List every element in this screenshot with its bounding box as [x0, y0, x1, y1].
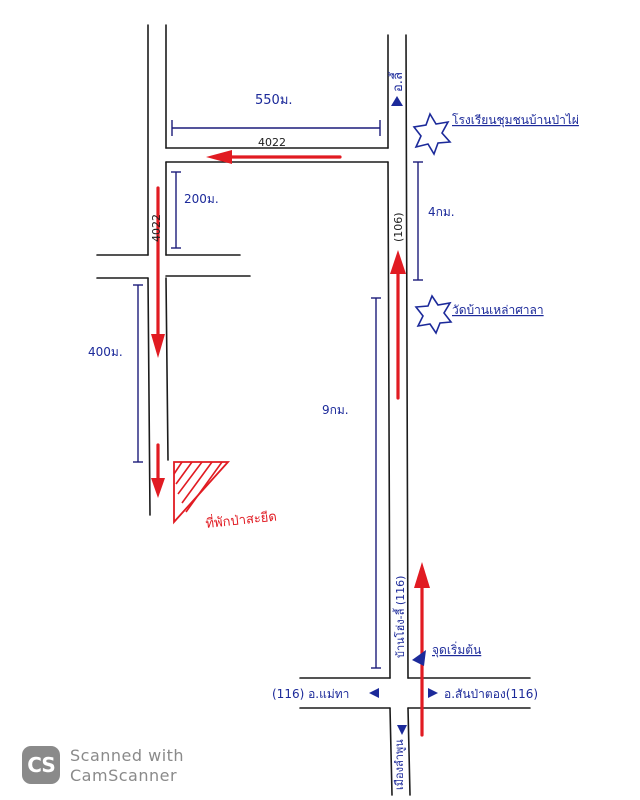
road-106-label: (106) — [392, 212, 405, 242]
road-network — [96, 24, 531, 796]
main-road-east-edge — [405, 34, 409, 679]
destination-label: ที่พักป่าสะยีด — [205, 508, 278, 532]
road-116-name-label: บ้านโฮ่ง-ลี้ (116) — [392, 576, 407, 658]
main-road-west-edge — [387, 161, 391, 679]
dist-9km-label: 9กม. — [322, 403, 349, 417]
east-arrow-icon — [428, 688, 438, 698]
west-arrow-icon — [369, 688, 379, 698]
school-label: โรงเรียนชุมชนบ้านป่าไผ่ — [452, 113, 579, 128]
top-direction-label: อ.ลี้ — [388, 71, 406, 92]
watermark-line-2: CamScanner — [70, 766, 178, 785]
hatch-1 — [173, 461, 183, 475]
dist-550-label: 550ม. — [255, 93, 293, 108]
dist-200-label: 200ม. — [184, 192, 219, 206]
south-arrow-icon — [397, 725, 407, 735]
temple-label: วัดบ้านเหล่าศาลา — [452, 303, 544, 317]
dist-4km-label: 4กม. — [428, 205, 455, 219]
start-marker-label: จุดเริ่มต้น — [432, 641, 481, 658]
route-arrowhead-west — [206, 150, 232, 164]
start-marker-icon — [412, 650, 426, 666]
dist-400-label: 400ม. — [88, 345, 123, 359]
top-direction-arrow-icon — [391, 96, 403, 106]
junction-left-label: (116) อ.แม่ทา — [272, 687, 349, 701]
camscanner-watermark: CS Scanned with CamScanner — [22, 746, 282, 786]
hatch-4 — [181, 461, 213, 504]
hatch-2 — [175, 461, 193, 485]
left-road-west-edge-lower — [147, 277, 151, 516]
dimension-lines — [133, 120, 423, 669]
hatch-3 — [177, 461, 203, 495]
destination-marker — [173, 461, 231, 525]
junction-right-label: อ.สันป่าตอง(116) — [444, 687, 538, 701]
left-road-east-edge-lower — [165, 277, 169, 461]
school-landmark-icon — [412, 112, 452, 156]
hatch-5 — [185, 461, 223, 513]
route-arrowhead-up-1 — [414, 562, 430, 588]
bottom-road-east-edge — [407, 707, 411, 796]
route-arrowhead-south-1 — [151, 334, 165, 358]
bottom-road-west-edge — [389, 707, 393, 796]
road-4022-left-label: 4022 — [150, 214, 163, 242]
camscanner-logo-icon: CS — [22, 746, 60, 784]
watermark-line-1: Scanned with — [70, 746, 185, 765]
road-4022-top-label: 4022 — [258, 136, 286, 149]
route-arrowhead-up-2 — [390, 250, 406, 274]
bottom-direction-label: เมืองลำพูน — [393, 739, 406, 790]
route-arrowhead-south-2 — [151, 478, 165, 498]
temple-landmark-icon — [414, 294, 453, 335]
